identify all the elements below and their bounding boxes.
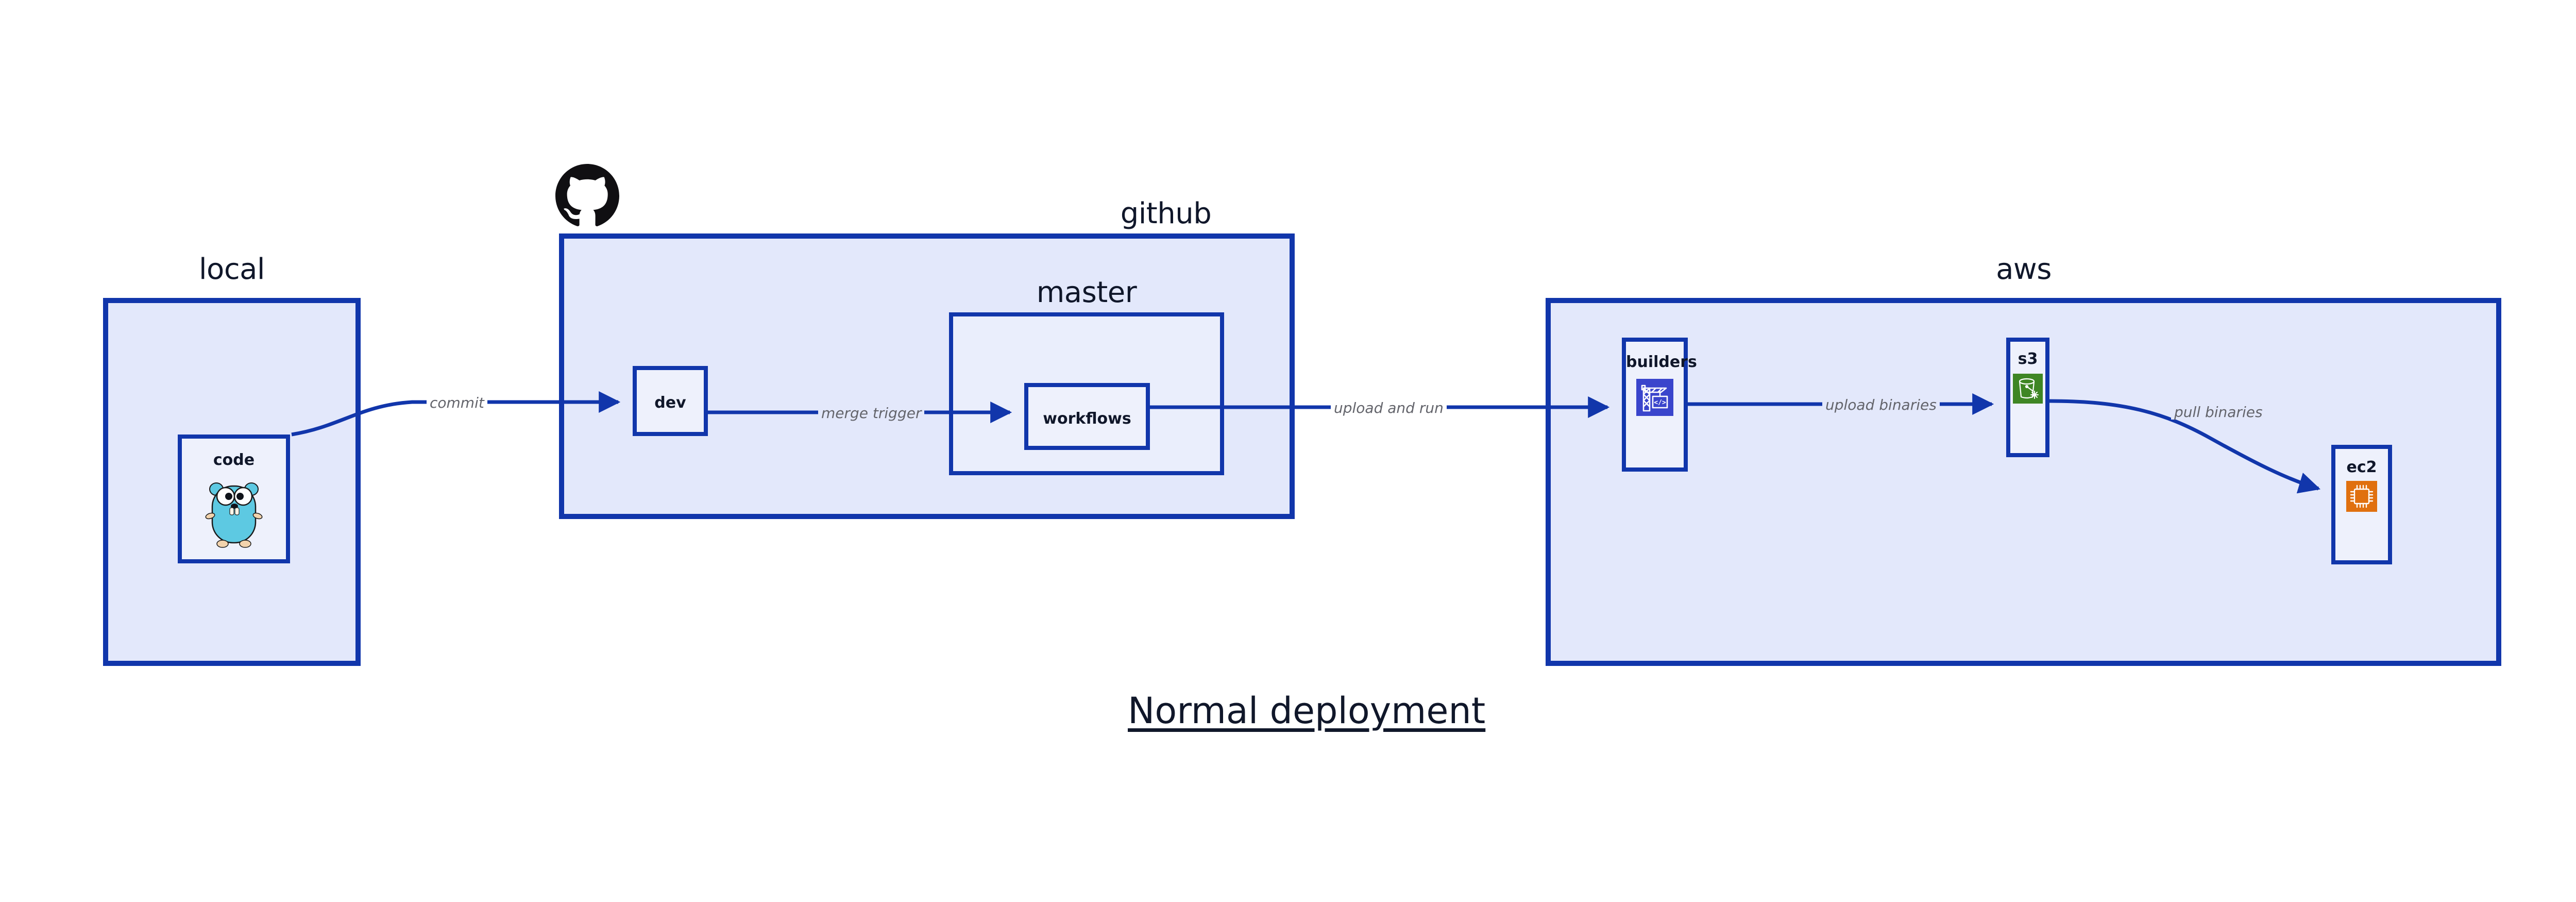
- node-ec2[interactable]: ec2: [2331, 445, 2392, 564]
- zone-label-aws: aws: [1996, 253, 2052, 286]
- edge-label-commit: commit: [427, 396, 487, 410]
- github-mark-icon: [555, 164, 619, 230]
- zone-label-github: github: [1120, 197, 1212, 230]
- node-label-builders: builders: [1626, 353, 1697, 371]
- node-dev[interactable]: dev: [633, 366, 708, 436]
- aws-ec2-chip-icon: [2346, 481, 2377, 514]
- aws-crane-icon: </>: [1636, 379, 1673, 418]
- diagram-title: Normal deployment: [1128, 690, 1486, 732]
- aws-s3-bucket-icon: [2013, 374, 2043, 406]
- node-label-workflows: workflows: [1043, 410, 1131, 428]
- edge-label-upload-and-run: upload and run: [1331, 401, 1447, 415]
- zone-label-master: master: [1036, 276, 1137, 309]
- node-s3[interactable]: s3: [2006, 338, 2049, 457]
- svg-text:</>: </>: [1654, 399, 1666, 407]
- node-workflows[interactable]: workflows: [1024, 383, 1150, 450]
- go-gopher-icon: [202, 478, 266, 552]
- edge-label-upload-binaries: upload binaries: [1822, 398, 1940, 412]
- edge-label-merge-trigger: merge trigger: [818, 406, 925, 421]
- node-label-s3: s3: [2018, 350, 2038, 368]
- node-label-code: code: [213, 451, 255, 469]
- node-code[interactable]: code: [178, 435, 290, 563]
- edge-label-pull-binaries: pull binaries: [2171, 405, 2266, 420]
- node-builders[interactable]: builders <: [1622, 338, 1697, 472]
- zone-label-local: local: [199, 253, 265, 286]
- node-label-dev: dev: [654, 394, 686, 412]
- node-label-ec2: ec2: [2346, 458, 2377, 476]
